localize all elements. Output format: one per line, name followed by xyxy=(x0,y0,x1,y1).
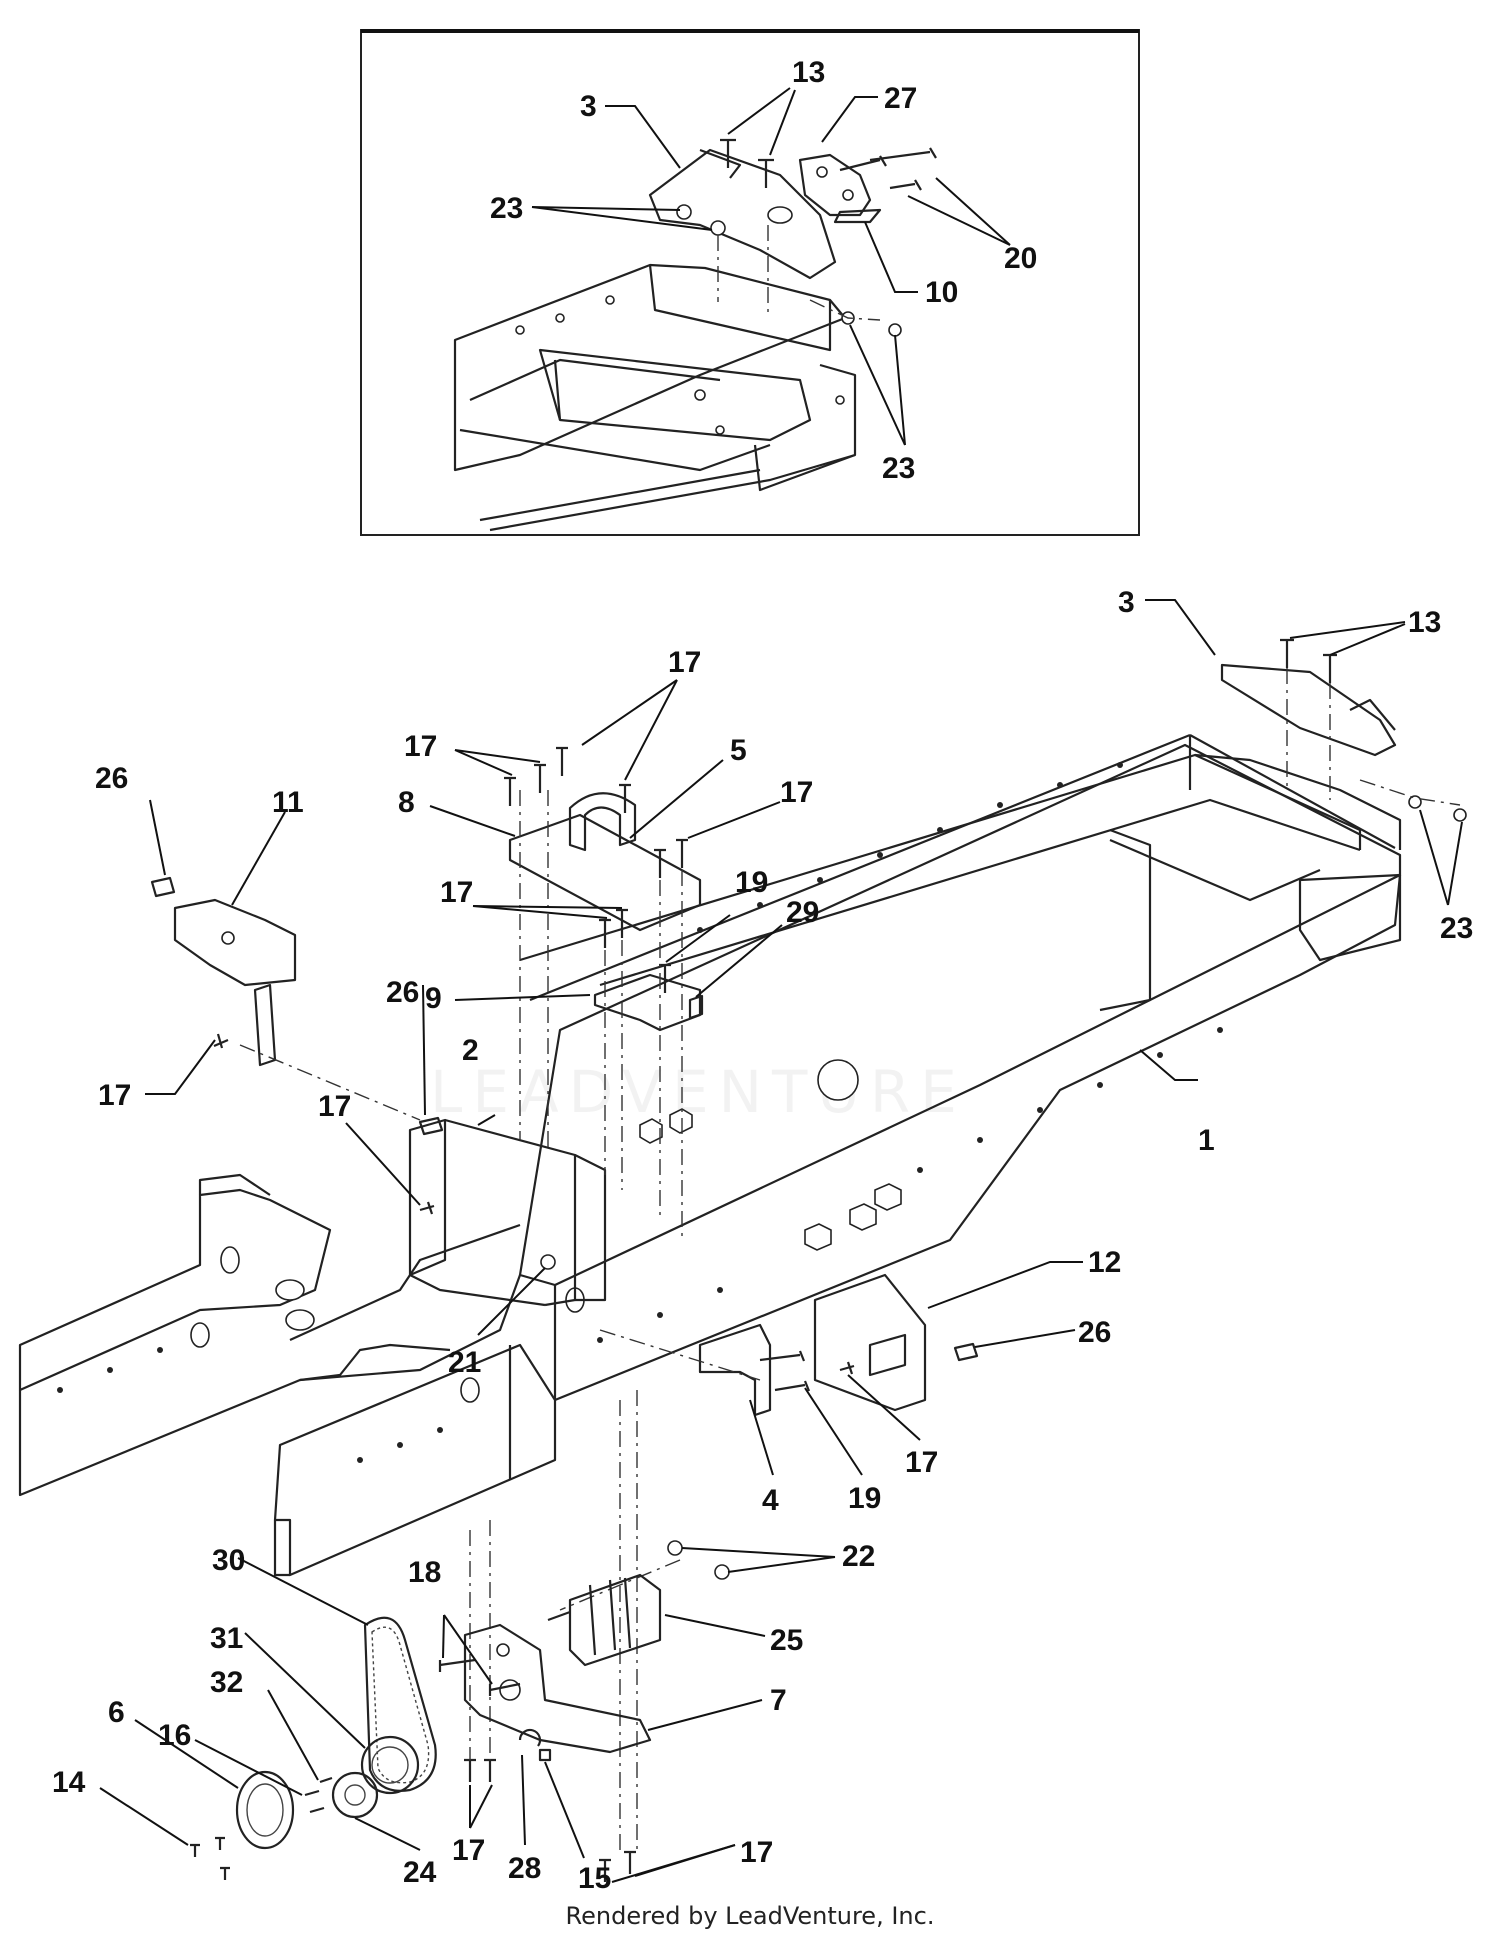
callout-9: 9 xyxy=(425,982,442,1015)
callout-inset-20: 20 xyxy=(1004,242,1037,275)
callout-7: 7 xyxy=(770,1684,787,1717)
callout-30: 30 xyxy=(212,1544,245,1577)
part-29-clip xyxy=(688,994,704,1020)
part-30-belt xyxy=(363,1616,437,1792)
callout-14: 14 xyxy=(52,1766,86,1799)
part-21-spacer xyxy=(540,1254,556,1270)
callout-8: 8 xyxy=(398,786,415,819)
inset-bolts-20 xyxy=(839,147,937,191)
callout-17-e: 17 xyxy=(98,1079,131,1112)
part-14-screws xyxy=(190,1836,230,1880)
inset-frame-rear xyxy=(453,263,857,532)
callout-inset-10: 10 xyxy=(925,276,958,309)
callout-inset-23-b: 23 xyxy=(882,452,915,485)
callout-22: 22 xyxy=(842,1540,875,1573)
part-22-nuts xyxy=(667,1540,730,1580)
part-31-pulley xyxy=(360,1735,420,1795)
part-5-clamp xyxy=(568,792,637,852)
main-frame-assembly xyxy=(18,733,1402,1577)
callout-19-b: 19 xyxy=(848,1482,881,1515)
callout-16: 16 xyxy=(158,1719,191,1752)
callout-17-d: 17 xyxy=(440,876,473,909)
callout-17-h: 17 xyxy=(452,1834,485,1867)
part-32-screw xyxy=(319,1776,333,1784)
callout-26-b: 26 xyxy=(386,976,419,1009)
part-24-hub xyxy=(331,1771,379,1819)
callout-17-i: 17 xyxy=(740,1836,773,1869)
callout-5: 5 xyxy=(730,734,747,767)
inset-detail xyxy=(360,29,1140,536)
frame-hex-holes xyxy=(639,1059,902,1251)
rendered-by-footer: Rendered by LeadVenture, Inc. xyxy=(565,1902,935,1930)
frame-small-holes xyxy=(57,762,1223,1463)
inset-part-27-latch xyxy=(798,153,882,224)
part-8-mounting-plate xyxy=(508,813,702,932)
callout-3: 3 xyxy=(1118,586,1135,619)
part-3-bracket xyxy=(1220,663,1397,757)
part-6-plate xyxy=(235,1770,295,1850)
inset-border xyxy=(360,29,1140,536)
callout-21: 21 xyxy=(448,1346,481,1379)
part-9-plate xyxy=(593,973,702,1032)
part-26-clip xyxy=(150,876,176,898)
inset-part-3-bracket xyxy=(648,148,837,280)
part-17-bolts xyxy=(213,746,855,1882)
part-1-frame-left-rail xyxy=(519,753,1362,962)
callout-25: 25 xyxy=(770,1624,803,1657)
callout-11: 11 xyxy=(272,786,304,819)
inset-bolts-13 xyxy=(720,138,774,188)
part-25-pump xyxy=(547,1573,662,1667)
callout-inset-13: 13 xyxy=(792,56,825,89)
inset-callout-labels: 3 13 27 23 20 10 23 xyxy=(490,56,1037,485)
callout-13: 13 xyxy=(1408,606,1441,639)
inset-nuts-23 xyxy=(676,204,902,337)
callout-24: 24 xyxy=(403,1856,437,1889)
callout-17-f: 17 xyxy=(318,1090,351,1123)
part-23-nut xyxy=(1408,795,1422,809)
part-26-clip xyxy=(953,1342,979,1362)
part-11-bracket xyxy=(173,898,297,987)
callout-29: 29 xyxy=(786,896,819,929)
callout-28: 28 xyxy=(508,1852,541,1885)
callout-15: 15 xyxy=(578,1862,611,1895)
part-4-bracket xyxy=(698,1323,772,1417)
assembly-center-lines xyxy=(239,668,1461,1850)
callout-19-a: 19 xyxy=(735,866,768,899)
main-callout-labels: 3 13 17 5 17 26 11 8 17 19 17 29 23 9 17… xyxy=(52,586,1473,1895)
callout-26-c: 26 xyxy=(1078,1316,1111,1349)
callout-4: 4 xyxy=(762,1484,779,1517)
callout-1: 1 xyxy=(1198,1124,1215,1157)
part-12-bracket xyxy=(813,1273,927,1412)
callout-17-b: 17 xyxy=(404,730,437,763)
part-16-screws xyxy=(304,1789,325,1814)
part-19-bolts xyxy=(659,963,811,1392)
callout-inset-3: 3 xyxy=(580,90,597,123)
callout-inset-23-a: 23 xyxy=(490,192,523,225)
part-28-clamp xyxy=(518,1728,542,1747)
part-18-bolts xyxy=(438,1658,521,1696)
part-7-bracket xyxy=(463,1623,652,1754)
callout-26-a: 26 xyxy=(95,762,128,795)
callout-32: 32 xyxy=(210,1666,243,1699)
part-1-frame-front-fork xyxy=(18,1188,332,1392)
callout-17-a: 17 xyxy=(668,646,701,679)
leader-lines xyxy=(99,87,1463,1883)
callout-12: 12 xyxy=(1088,1246,1121,1279)
callout-6: 6 xyxy=(108,1696,125,1729)
callout-18: 18 xyxy=(408,1556,441,1589)
callout-31: 31 xyxy=(210,1622,243,1655)
part-1-frame-right-rail xyxy=(518,743,1402,1287)
callout-17-g: 17 xyxy=(905,1446,938,1479)
part-13-bolts xyxy=(1280,638,1337,683)
part-23-nut xyxy=(1453,808,1467,822)
callout-23: 23 xyxy=(1440,912,1473,945)
part-2-frame-cross-member xyxy=(408,1118,447,1277)
callout-17-c: 17 xyxy=(780,776,813,809)
part-26-clip xyxy=(418,1116,444,1136)
part-15-fitting xyxy=(538,1748,552,1762)
watermark: LEADVENTURE xyxy=(430,1058,967,1126)
callout-2: 2 xyxy=(462,1034,479,1067)
callout-inset-27: 27 xyxy=(884,82,917,115)
